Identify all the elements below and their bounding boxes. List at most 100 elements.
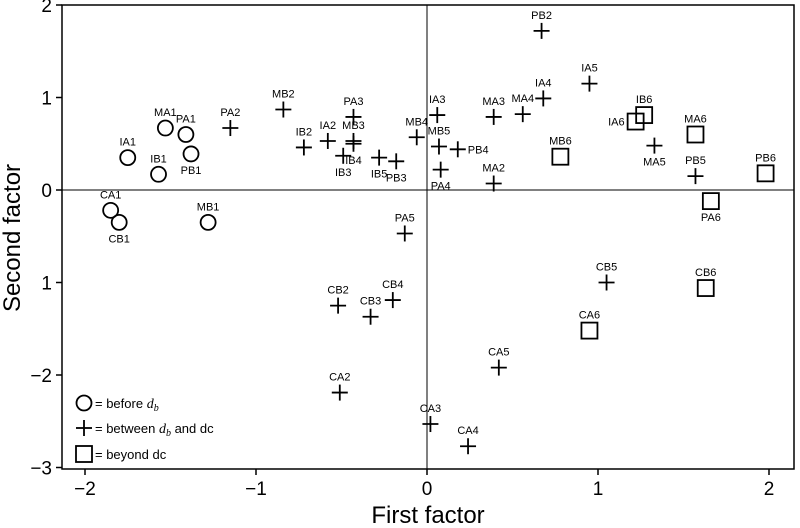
circle-marker [182,145,200,163]
data-point-cb6: CB6 [695,267,716,297]
plus-marker [687,168,704,185]
point-label: MA2 [482,163,505,175]
point-label: CB4 [382,279,403,291]
plus-marker [295,139,312,156]
circle-marker [75,394,93,412]
point-label: PA3 [343,96,363,108]
point-label: CB1 [108,233,129,245]
circle-marker [102,201,120,219]
x-axis-title: First factor [371,502,484,528]
y-axis-title: Second factor [0,164,26,312]
data-point-mb4: MB4 [405,116,428,146]
data-point-pb4: PB4 [449,141,489,158]
point-label: IB4 [345,155,362,167]
data-point-ma5: MA5 [643,137,666,169]
y-tick-label: 1 [41,274,52,295]
point-label: PB1 [181,165,202,177]
data-point-cb5: CB5 [596,262,617,291]
point-label: PB4 [468,144,489,156]
plot-area [61,4,795,470]
point-label: CA6 [579,310,600,322]
data-point-pb2: PB2 [531,10,552,39]
point-label: MA4 [511,93,534,105]
plus-marker [275,101,292,118]
plus-marker [319,132,336,149]
square-marker [686,125,705,144]
legend-item-square: = beyond dᴄ [75,445,167,463]
square-marker [696,279,715,297]
circle-marker [156,119,174,137]
data-point-ca1: CA1 [100,189,121,219]
plus-marker [581,75,598,92]
data-point-pa5: PA5 [395,212,415,242]
square-marker [75,445,93,463]
plus-marker [408,129,425,146]
plus-marker [76,420,92,436]
reference-lines [62,5,794,469]
data-point-mb1: MB1 [197,201,219,231]
legend-item-circle: = before db [75,394,159,414]
point-label: MA5 [643,157,666,169]
data-point-ca3: CA3 [420,403,441,433]
x-tick-label: 0 [422,479,433,500]
data-point-pb5: PB5 [685,155,706,185]
plus-marker [362,308,379,325]
point-label: MA3 [482,96,505,108]
point-label: MB2 [272,89,295,101]
plus-marker [371,149,388,166]
point-label: MA1 [154,107,177,119]
x-tick-label: −1 [245,479,267,500]
plus-marker [485,108,502,125]
y-tick-label: −2 [30,366,52,387]
point-label: IA3 [429,94,446,106]
point-label: MB4 [405,116,428,128]
point-label: PA1 [176,114,196,126]
data-point-pb3: PB3 [386,153,407,184]
point-label: MB5 [428,126,451,138]
legend-item-plus: = between db and dᴄ [76,420,214,439]
square-marker [551,147,570,166]
plus-marker [345,108,362,125]
point-label: CB6 [695,267,716,279]
y-tick-label: 1 [41,89,52,110]
point-label: IA1 [119,137,136,149]
square-marker [756,164,775,183]
legend-text: = beyond dᴄ [95,447,167,462]
point-label: IB5 [371,169,388,181]
point-label: MA6 [684,114,707,126]
plus-marker [384,292,401,309]
y-tick-label: −3 [30,459,52,480]
plus-marker [345,135,362,152]
point-label: PA6 [701,212,721,224]
point-label: MB6 [549,136,572,148]
data-point-cb2: CB2 [327,285,349,314]
data-point-pa2: PA2 [220,107,240,137]
data-point-ca2: CA2 [329,372,350,401]
data-point-cb3: CB3 [360,296,381,325]
plus-marker [396,225,413,242]
point-label: PB2 [531,10,552,22]
plus-marker [490,359,507,376]
plus-marker [422,416,439,433]
data-point-pa4: PA4 [431,161,451,193]
data-point-ma3: MA3 [482,96,505,125]
plus-marker [449,141,466,158]
square-marker [701,192,720,211]
data-point-ma2: MA2 [482,163,505,192]
data-point-ma4: MA4 [511,93,534,123]
data-point-ca5: CA5 [488,347,510,376]
point-label: CA3 [420,403,441,415]
plus-marker [460,438,477,455]
data-point-mb6: MB6 [549,136,572,166]
data-point-cb1: CB1 [108,213,130,245]
legend-text: = between db and dᴄ [95,421,214,439]
data-point-ib3: IB3 [335,147,351,179]
data-point-pa6: PA6 [701,192,721,224]
plus-marker [485,175,502,192]
point-label: PA5 [395,212,415,224]
point-label: CA1 [100,189,121,201]
x-tick-label: 1 [593,479,604,500]
point-label: CA4 [457,425,478,437]
